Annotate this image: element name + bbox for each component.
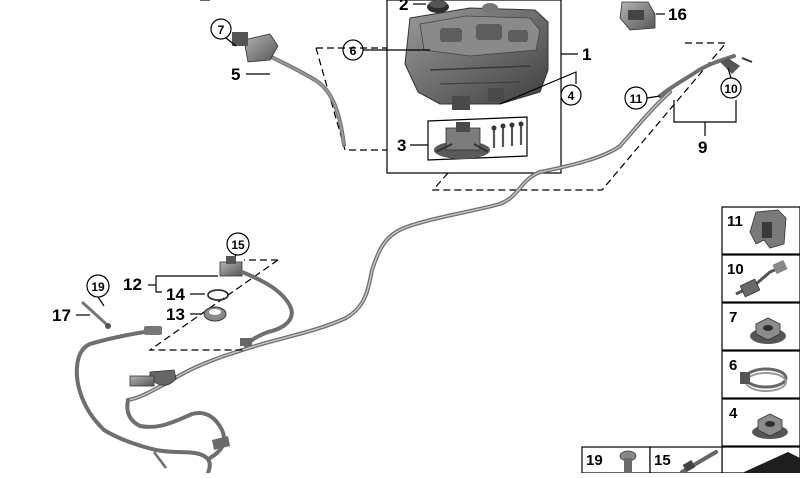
callout-10[interactable]: 10: [724, 82, 738, 96]
legend-cell-4[interactable]: 4: [721, 398, 800, 447]
flange-nut-icon: [750, 317, 786, 344]
lower-hose-assembly[interactable]: [74, 326, 230, 475]
callout-17[interactable]: 17: [52, 306, 71, 325]
filler-neck-bracket: [315, 47, 387, 151]
callout-9[interactable]: 9: [698, 138, 707, 157]
bracket-9: [673, 100, 737, 123]
connector-icon: [735, 259, 788, 298]
gasket-ring[interactable]: [207, 289, 229, 301]
legend-label-4: 4: [729, 405, 738, 422]
pump-module-box: [427, 116, 528, 161]
legend-cell-bottom-right[interactable]: [721, 446, 800, 474]
legend-cell-10[interactable]: 10: [721, 254, 800, 303]
reductant-tank[interactable]: [404, 7, 549, 110]
callout-12[interactable]: 12: [123, 275, 142, 294]
wire-clip-icon: [749, 209, 787, 249]
filler-cap[interactable]: [427, 0, 449, 13]
heater-line-assembly[interactable]: [658, 54, 753, 98]
legend-cell-15[interactable]: 15: [649, 446, 723, 474]
vent-port: [482, 3, 498, 13]
legend-label-11: 11: [727, 213, 743, 230]
legend-cell-19[interactable]: 19: [581, 446, 651, 474]
legend-label-10: 10: [727, 261, 744, 278]
legend-label-15: 15: [654, 452, 671, 469]
legend-cell-11[interactable]: 11: [721, 206, 800, 255]
legend-cell-7[interactable]: 7: [721, 302, 800, 351]
legend-cell-6[interactable]: 6: [721, 350, 800, 399]
callout-19[interactable]: 19: [91, 280, 105, 294]
pump-module[interactable]: [434, 122, 490, 159]
tank-assembly-group: 1 2 3: [342, 0, 591, 174]
legend-label-6: 6: [729, 357, 737, 374]
callout-16[interactable]: 16: [668, 5, 687, 24]
control-unit[interactable]: [619, 1, 656, 31]
callout-7[interactable]: 7: [218, 23, 225, 37]
hose-clamp-icon: [740, 367, 788, 392]
callout-13[interactable]: 13: [166, 305, 185, 324]
bottom-legend: 19 15: [581, 446, 723, 474]
self-lock-nut-icon: [752, 413, 788, 439]
mounting-bolts[interactable]: [491, 121, 524, 149]
parts-legend: 11 10 7 6: [721, 206, 800, 474]
push-rivet-icon: [619, 450, 637, 473]
callout-2[interactable]: 2: [399, 0, 408, 14]
legend-label-7: 7: [729, 309, 737, 326]
legend-label-19: 19: [586, 452, 603, 469]
callout-5[interactable]: 5: [231, 65, 240, 84]
filler-neck[interactable]: [232, 32, 346, 147]
bracket-17[interactable]: [80, 300, 111, 329]
reductant-line[interactable]: [126, 90, 672, 402]
strip-icon: [742, 452, 800, 473]
cable-tie-icon: [680, 450, 718, 474]
callout-3[interactable]: 3: [397, 136, 406, 155]
callout-15-top[interactable]: 15: [231, 238, 245, 252]
clamp-13[interactable]: [203, 306, 227, 322]
tank-assembly-frame: [386, 0, 562, 174]
injector-bracket: [148, 259, 279, 351]
callout-14[interactable]: 14: [166, 285, 185, 304]
dosing-injector[interactable]: [219, 256, 294, 348]
callout-11[interactable]: 11: [630, 92, 643, 106]
line-bracket: [431, 42, 728, 191]
callout-6[interactable]: 6: [350, 44, 357, 58]
callout-4[interactable]: 4: [568, 89, 575, 103]
callout-1[interactable]: 1: [582, 45, 591, 64]
